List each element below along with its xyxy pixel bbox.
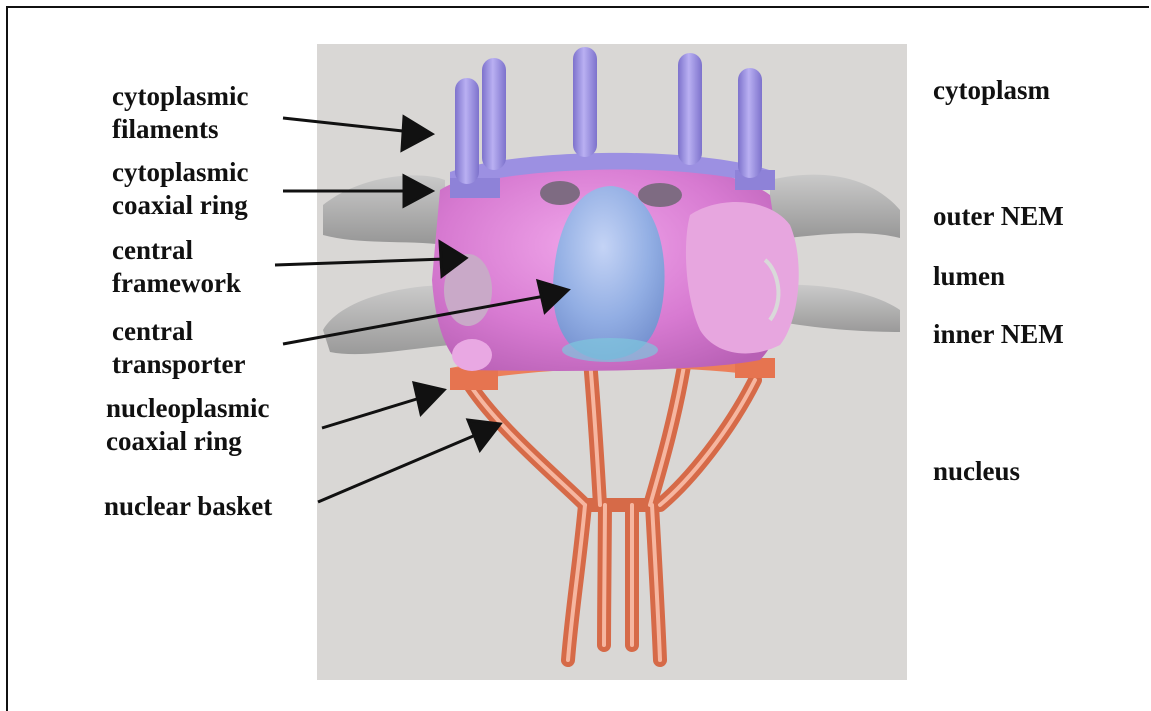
label-central-transporter: central transporter bbox=[112, 315, 245, 381]
label-cytoplasmic-coaxial-ring: cytoplasmic coaxial ring bbox=[112, 156, 248, 222]
label-nucleus: nucleus bbox=[933, 455, 1020, 488]
nuclear-basket bbox=[470, 360, 755, 660]
label-cytoplasmic-filaments: cytoplasmic filaments bbox=[112, 80, 248, 146]
label-central-framework: central framework bbox=[112, 234, 241, 300]
label-inner-nem: inner NEM bbox=[933, 318, 1064, 351]
label-lumen: lumen bbox=[933, 260, 1005, 293]
label-cytoplasm: cytoplasm bbox=[933, 74, 1050, 107]
label-nuclear-basket: nuclear basket bbox=[104, 490, 272, 523]
label-outer-nem: outer NEM bbox=[933, 200, 1064, 233]
label-nucleoplasmic-coaxial-ring: nucleoplasmic coaxial ring bbox=[106, 392, 270, 458]
